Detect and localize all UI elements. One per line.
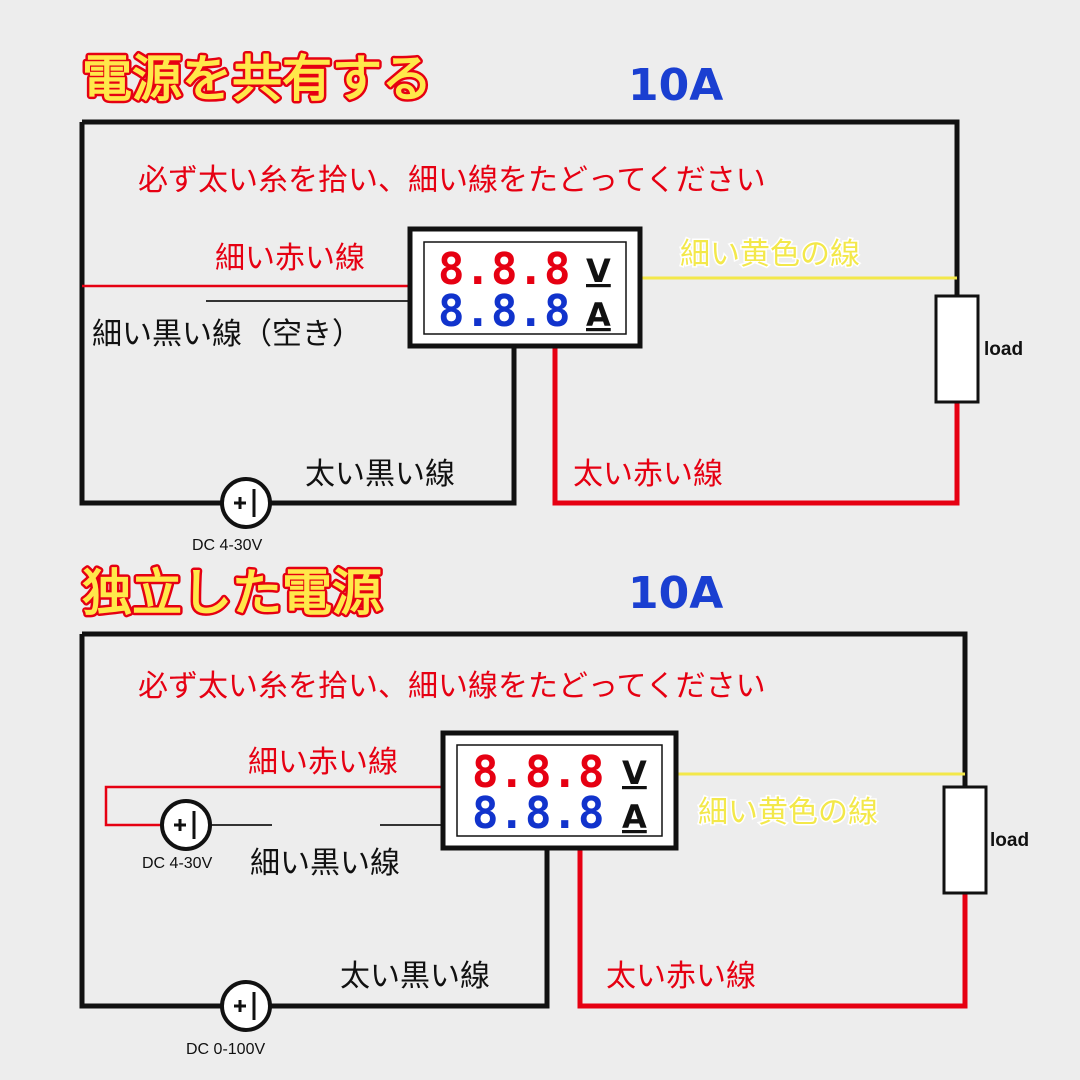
thin-yellow-wire-label-1: 細い黄色の線 bbox=[680, 237, 860, 272]
meter-source-label-2: DC 4-30V bbox=[142, 855, 213, 872]
resistor-load-icon bbox=[934, 294, 980, 404]
diagram-independent-power: 独立した電源 10A DC 4-30V DC 0-100V bbox=[79, 562, 1029, 1058]
thick-black-wire-label-1: 太い黒い線 bbox=[305, 457, 455, 492]
voltage-unit: V bbox=[622, 754, 647, 792]
diagram-2-rating: 10A bbox=[628, 568, 723, 619]
dc-source-label-2: DC 0-100V bbox=[186, 1041, 265, 1058]
thick-red-wire-label-2: 太い赤い線 bbox=[606, 959, 756, 994]
thick-black-wire-label-2: 太い黒い線 bbox=[340, 959, 490, 994]
thick-red-wire-1 bbox=[552, 346, 960, 506]
thin-yellow-wire-label-2: 細い黄色の線 bbox=[698, 795, 878, 830]
load-label-2: load bbox=[990, 830, 1029, 851]
thick-red-wire-2 bbox=[577, 848, 968, 1009]
dc-source-icon bbox=[220, 477, 272, 529]
voltmeter-ammeter-icon: 8.8.8 V 8.8.8 A bbox=[440, 730, 679, 851]
dc-source-label-1: DC 4-30V bbox=[192, 537, 263, 554]
thin-red-wire-label-1: 細い赤い線 bbox=[215, 241, 365, 276]
load-label-1: load bbox=[984, 339, 1023, 360]
thick-red-wire-label-1: 太い赤い線 bbox=[573, 457, 723, 492]
current-unit: A bbox=[586, 296, 611, 334]
thin-black-wire-label-2: 細い黒い線 bbox=[250, 846, 400, 881]
voltmeter-ammeter-icon: 8.8.8 V 8.8.8 A bbox=[407, 226, 643, 349]
diagram-1-rating: 10A bbox=[628, 60, 723, 111]
instruction-note-2: 必ず太い糸を拾い、細い線をたどってください bbox=[138, 669, 766, 704]
voltage-display: 8.8.8 bbox=[472, 747, 604, 798]
dc-source-icon bbox=[220, 980, 272, 1032]
instruction-note-1: 必ず太い糸を拾い、細い線をたどってください bbox=[138, 163, 766, 198]
current-display: 8.8.8 bbox=[472, 788, 604, 839]
voltage-unit: V bbox=[586, 252, 611, 290]
diagram-1-title: 電源を共有する bbox=[82, 50, 432, 108]
thick-black-wire-2 bbox=[79, 631, 968, 1009]
thin-black-wire-label-1: 細い黒い線（空き） bbox=[92, 317, 362, 352]
voltage-display: 8.8.8 bbox=[438, 244, 570, 295]
thin-red-wire-2 bbox=[104, 785, 443, 827]
diagram-shared-power: 電源を共有する 10A DC 4-30V load 8.8.8 V bbox=[79, 48, 1023, 554]
diagram-2-title: 独立した電源 bbox=[82, 564, 382, 622]
current-unit: A bbox=[622, 798, 647, 836]
current-display: 8.8.8 bbox=[438, 286, 570, 337]
resistor-load-icon bbox=[942, 785, 988, 895]
dc-source-icon bbox=[160, 799, 212, 851]
thin-red-wire-label-2: 細い赤い線 bbox=[248, 745, 398, 780]
thick-black-wire-1 bbox=[79, 119, 960, 506]
